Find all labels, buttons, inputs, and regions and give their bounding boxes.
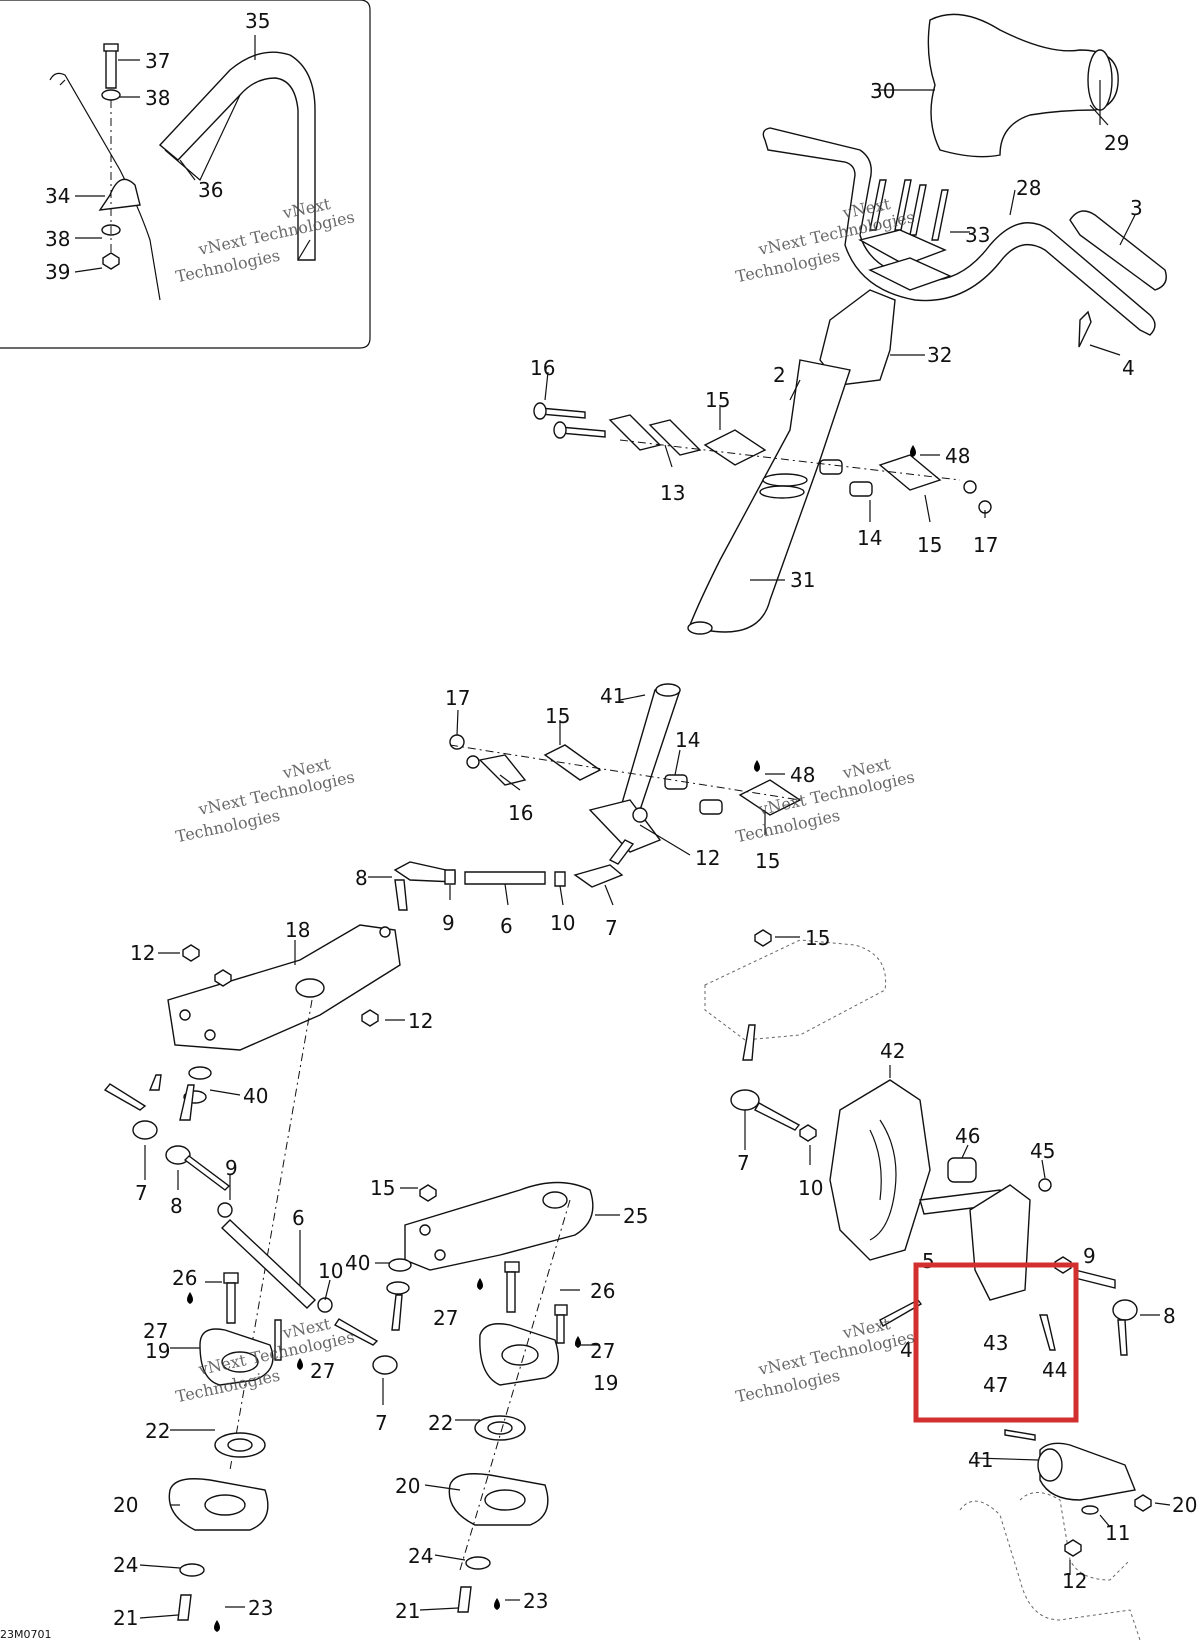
label-10-right: 10 [798, 1176, 823, 1200]
label-47: 47 [983, 1373, 1008, 1397]
label-9-right: 9 [1083, 1244, 1096, 1268]
label-6-left: 6 [292, 1206, 305, 1230]
label-7-mid: 7 [605, 916, 618, 940]
label-16-top: 16 [530, 356, 555, 380]
label-22-center: 22 [428, 1411, 453, 1435]
label-16-mid: 16 [508, 801, 533, 825]
inset-detail-box: 35 37 38 34 36 38 39 [0, 0, 371, 349]
label-43: 43 [983, 1331, 1008, 1355]
label-41-right: 41 [968, 1448, 993, 1472]
diagram-code: 23M0701 [0, 1628, 51, 1641]
right-steering-assembly: 15 42 7 10 46 45 5 9 8 4 43 44 47 41 20 … [704, 926, 1197, 1641]
label-11: 11 [1105, 1521, 1130, 1545]
label-2: 2 [773, 363, 786, 387]
label-48-top: 48 [945, 444, 970, 468]
label-18: 18 [285, 918, 310, 942]
label-15-center: 15 [370, 1176, 395, 1200]
label-17-top: 17 [973, 533, 998, 557]
center-ski-assembly: 15 25 40 27 26 27 19 22 20 24 21 23 [333, 1176, 648, 1623]
label-19-left: 19 [145, 1339, 170, 1363]
label-14-top: 14 [857, 526, 882, 550]
label-39: 39 [45, 260, 70, 284]
label-24-center: 24 [408, 1544, 433, 1568]
label-7-left: 7 [135, 1181, 148, 1205]
label-25: 25 [623, 1204, 648, 1228]
label-48-mid: 48 [790, 763, 815, 787]
label-21-left: 21 [113, 1606, 138, 1630]
label-13: 13 [660, 481, 685, 505]
label-8-right: 8 [1163, 1304, 1176, 1328]
label-37: 37 [145, 49, 170, 73]
label-15-right: 15 [805, 926, 830, 950]
label-42: 42 [880, 1039, 905, 1063]
label-29: 29 [1104, 131, 1129, 155]
label-15-top-a: 15 [705, 388, 730, 412]
label-4-right: 4 [900, 1338, 913, 1362]
label-27-left-a: 27 [143, 1319, 168, 1343]
label-20-center: 20 [395, 1474, 420, 1498]
label-12-left-b: 12 [408, 1009, 433, 1033]
label-15-mid-a: 15 [545, 704, 570, 728]
label-3: 3 [1130, 196, 1143, 220]
label-27-center-b: 27 [590, 1339, 615, 1363]
label-14-mid: 14 [675, 728, 700, 752]
label-27-left-b: 27 [310, 1359, 335, 1383]
highlight-box [913, 1262, 1079, 1423]
label-40-left: 40 [243, 1084, 268, 1108]
label-34: 34 [45, 184, 70, 208]
label-23-center: 23 [523, 1589, 548, 1613]
label-23-left: 23 [248, 1596, 273, 1620]
label-40-center: 40 [345, 1251, 370, 1275]
label-19-center: 19 [593, 1371, 618, 1395]
label-30: 30 [870, 79, 895, 103]
label-20-right: 20 [1172, 1493, 1197, 1517]
label-41-mid: 41 [600, 684, 625, 708]
label-7-left-b: 7 [375, 1411, 388, 1435]
label-5: 5 [922, 1249, 935, 1273]
label-38-bottom: 38 [45, 227, 70, 251]
label-12-left-a: 12 [130, 941, 155, 965]
label-32: 32 [927, 343, 952, 367]
label-8-mid: 8 [355, 866, 368, 890]
steering-lower-assembly: 17 41 15 14 48 16 12 15 8 9 6 10 7 [355, 683, 815, 940]
label-15-top-b: 15 [917, 533, 942, 557]
label-17-mid: 17 [445, 686, 470, 710]
left-steering-assembly: 18 12 12 40 7 8 9 6 10 26 27 19 27 7 [103, 918, 433, 1632]
label-7-right: 7 [737, 1151, 750, 1175]
label-21-center: 21 [395, 1599, 420, 1623]
label-12-right: 12 [1062, 1569, 1087, 1593]
label-28: 28 [1016, 176, 1041, 200]
label-4-top: 4 [1122, 356, 1135, 380]
label-27-center-a: 27 [433, 1306, 458, 1330]
label-15-mid-b: 15 [755, 849, 780, 873]
handlebar-assembly: 30 29 28 3 33 32 4 16 15 2 48 13 14 15 1… [530, 13, 1167, 635]
label-36: 36 [198, 178, 223, 202]
label-38-top: 38 [145, 86, 170, 110]
label-35: 35 [245, 9, 270, 33]
label-8-left: 8 [170, 1194, 183, 1218]
label-45: 45 [1030, 1139, 1055, 1163]
label-33: 33 [965, 223, 990, 247]
label-31: 31 [790, 568, 815, 592]
label-10-left: 10 [318, 1259, 343, 1283]
label-9-left: 9 [225, 1156, 238, 1180]
label-20-left: 20 [113, 1493, 138, 1517]
label-6-mid: 6 [500, 914, 513, 938]
label-12-mid: 12 [695, 846, 720, 870]
label-26-left: 26 [172, 1266, 197, 1290]
label-24-left: 24 [113, 1553, 138, 1577]
label-44: 44 [1042, 1358, 1067, 1382]
label-22-left: 22 [145, 1419, 170, 1443]
label-26-center: 26 [590, 1279, 615, 1303]
label-10-mid: 10 [550, 911, 575, 935]
label-46: 46 [955, 1124, 980, 1148]
label-9-mid: 9 [442, 911, 455, 935]
